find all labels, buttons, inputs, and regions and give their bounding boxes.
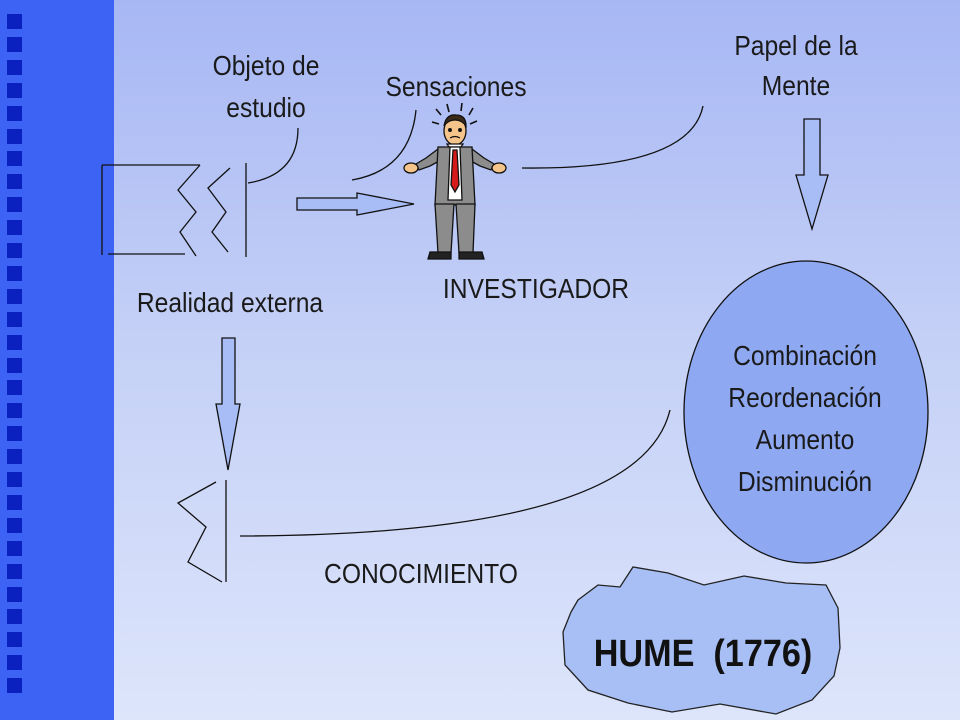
knowledge-shape <box>176 480 227 583</box>
sidebar-square <box>7 678 22 694</box>
objeto-connector <box>247 127 299 184</box>
sidebar-square <box>7 563 22 579</box>
sidebar-square <box>7 357 22 373</box>
sidebar-square <box>7 197 22 213</box>
sidebar-square <box>7 655 22 671</box>
sidebar-square <box>7 311 22 327</box>
mind-operations-ellipse <box>683 260 929 564</box>
sidebar-square <box>7 105 22 121</box>
arrow-to-knowledge <box>215 337 241 471</box>
sidebar-square <box>7 265 22 281</box>
sidebar-square <box>7 59 22 75</box>
sidebar-square <box>7 151 22 167</box>
sidebar-square <box>7 517 22 533</box>
mind-operations-list: Combinación Reordenación Aumento Disminu… <box>704 335 906 503</box>
mind-connector <box>521 105 704 169</box>
sidebar-square <box>7 449 22 465</box>
realidad-label: Realidad externa <box>136 287 324 318</box>
sensaciones-label: Sensaciones <box>385 71 527 102</box>
objeto-label-line1: Objeto de <box>212 50 320 81</box>
sidebar-square <box>7 472 22 487</box>
hume-rock-shape <box>562 566 841 715</box>
sidebar-square <box>7 288 22 304</box>
sidebar-square <box>7 174 22 190</box>
sidebar-square <box>7 243 22 258</box>
arrow-to-mind <box>795 118 829 232</box>
mind-operation-item: Disminución <box>737 466 873 497</box>
sidebar-square <box>7 14 22 29</box>
conocimiento-label: CONOCIMIENTO <box>324 558 518 589</box>
investigator-figure <box>403 102 507 260</box>
sidebar-square <box>7 220 22 236</box>
papel-label-line1: Papel de la <box>734 30 858 61</box>
hume-label: HUME (1776) <box>593 633 813 675</box>
objeto-label-line2: estudio <box>226 92 306 123</box>
sidebar-square <box>7 586 22 602</box>
mind-operation-item: Aumento <box>755 424 855 455</box>
sidebar-square <box>7 403 22 419</box>
sidebar-bar <box>0 0 114 720</box>
sidebar-square <box>7 426 22 442</box>
investigador-label: INVESTIGADOR <box>442 273 630 304</box>
sidebar-square <box>7 36 22 52</box>
external-reality-shape <box>101 163 247 257</box>
stress-marks <box>431 102 478 125</box>
mind-operation-item: Reordenación <box>728 382 882 413</box>
sidebar-square <box>7 494 22 510</box>
sidebar-square <box>7 334 22 350</box>
sidebar-square <box>7 609 22 625</box>
sidebar-square <box>7 632 22 648</box>
sidebar-square <box>7 380 22 396</box>
sidebar-square <box>7 128 22 144</box>
mind-operation-item: Combinación <box>733 340 877 371</box>
knowledge-connector <box>239 409 671 537</box>
sidebar-square <box>7 540 22 556</box>
arrow-to-investigator <box>296 192 415 216</box>
papel-label-line2: Mente <box>761 70 831 101</box>
sensaciones-connector <box>351 109 417 181</box>
sidebar-square <box>7 82 22 98</box>
